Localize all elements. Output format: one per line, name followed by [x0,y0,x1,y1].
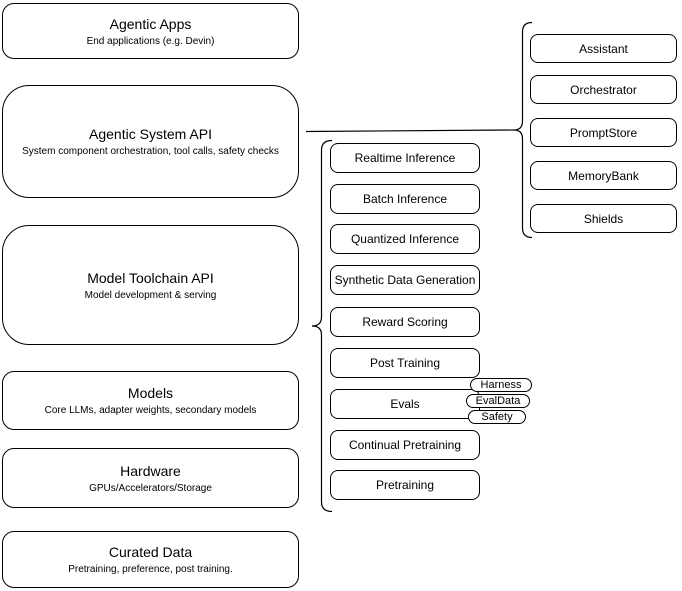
node-title: Models [127,385,174,401]
tag-safety: Safety [468,410,526,424]
node-title: Curated Data [108,544,193,560]
node-assistant: Assistant [530,34,677,63]
node-hardware: Hardware GPUs/Accelerators/Storage [2,448,299,508]
tag-label: Safety [481,411,513,423]
node-label: Synthetic Data Generation [334,273,476,287]
node-pretraining: Pretraining [330,470,480,500]
node-title: Agentic System API [89,126,212,142]
node-label: Reward Scoring [362,315,448,329]
node-curated-data: Curated Data Pretraining, preference, po… [2,531,299,588]
tag-harness: Harness [470,378,532,392]
node-label: Batch Inference [362,192,448,206]
node-orchestrator: Orchestrator [530,75,677,104]
node-synthetic-data-generation: Synthetic Data Generation [330,265,480,295]
node-reward-scoring: Reward Scoring [330,307,480,337]
tag-label: EvalData [475,395,521,407]
node-realtime-inference: Realtime Inference [330,143,480,173]
toolchain-components-bracket [311,139,333,513]
node-label: Pretraining [375,478,435,492]
node-label: Evals [390,397,420,411]
node-title: Model Toolchain API [87,269,214,286]
node-agentic-apps: Agentic Apps End applications (e.g. Devi… [2,3,299,59]
node-continual-pretraining: Continual Pretraining [330,430,480,460]
node-subtitle: Core LLMs, adapter weights, secondary mo… [44,405,257,416]
node-label: Quantized Inference [350,232,460,246]
node-shields: Shields [530,204,677,233]
node-subtitle: Model development & serving [84,289,217,301]
node-subtitle: End applications (e.g. Devin) [86,35,215,47]
node-title: Agentic Apps [109,15,192,32]
node-label: Assistant [579,41,628,56]
node-memorybank: MemoryBank [530,161,677,190]
node-label: Shields [583,211,624,226]
tag-label: Harness [480,379,522,391]
node-label: Orchestrator [570,82,637,97]
node-subtitle: System component orchestration, tool cal… [22,146,279,157]
node-post-training: Post Training [330,348,480,378]
node-models: Models Core LLMs, adapter weights, secon… [2,371,299,430]
node-title: Hardware [120,462,181,479]
node-label: Realtime Inference [354,151,456,165]
system-api-connector-line [305,129,515,133]
node-label: MemoryBank [568,168,639,183]
node-batch-inference: Batch Inference [330,184,480,214]
node-model-toolchain-api: Model Toolchain API Model development & … [2,225,299,345]
node-evals: Evals [330,389,480,419]
node-label: Post Training [369,356,441,370]
node-label: PromptStore [569,125,638,140]
node-promptstore: PromptStore [530,118,677,147]
tag-evaldata: EvalData [466,394,530,408]
node-subtitle: GPUs/Accelerators/Storage [89,482,212,494]
node-label: Continual Pretraining [348,438,462,452]
node-agentic-system-api: Agentic System API System component orch… [2,85,299,198]
node-quantized-inference: Quantized Inference [330,224,480,254]
node-subtitle: Pretraining, preference, post training. [68,564,233,575]
